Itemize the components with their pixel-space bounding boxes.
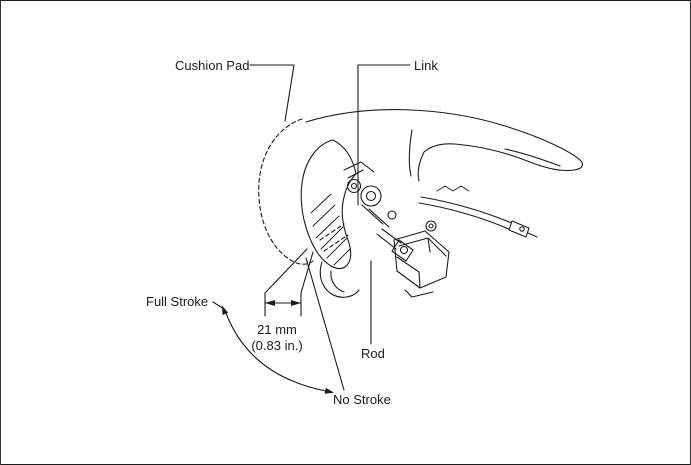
arrowhead-left: [265, 300, 275, 306]
bracket-drawing: [393, 220, 450, 298]
dimension-21mm: [264, 248, 314, 317]
full-stroke-leader: [212, 301, 225, 310]
cushion-pad-outline: [258, 118, 349, 265]
label-rod: Rod: [361, 346, 385, 361]
label-full-stroke: Full Stroke: [146, 294, 208, 309]
no-stroke-leader: [305, 257, 345, 391]
pedal-hatching: [310, 193, 351, 266]
label-dimension-metric: 21 mm: [257, 322, 297, 337]
arrowhead-down: [324, 387, 334, 394]
label-dimension-imperial: (0.83 in.): [251, 338, 302, 353]
panel-outline: [305, 109, 583, 182]
cushion-pad-leader: [249, 64, 295, 122]
link-leader: [357, 64, 411, 206]
linkage-drawing: [343, 161, 414, 262]
full-stroke-arc: [222, 305, 334, 394]
pedal-pad-drawing: [300, 139, 360, 298]
arrowhead-up: [222, 305, 229, 315]
cable-drawing: [418, 185, 538, 238]
label-cushion-pad: Cushion Pad: [175, 58, 249, 73]
label-link: Link: [414, 58, 438, 73]
leader-lines: [212, 64, 411, 391]
labels: Cushion Pad Link Full Stroke 21 mm (0.83…: [146, 58, 438, 407]
arrowhead-right: [291, 300, 301, 306]
label-no-stroke: No Stroke: [333, 392, 391, 407]
